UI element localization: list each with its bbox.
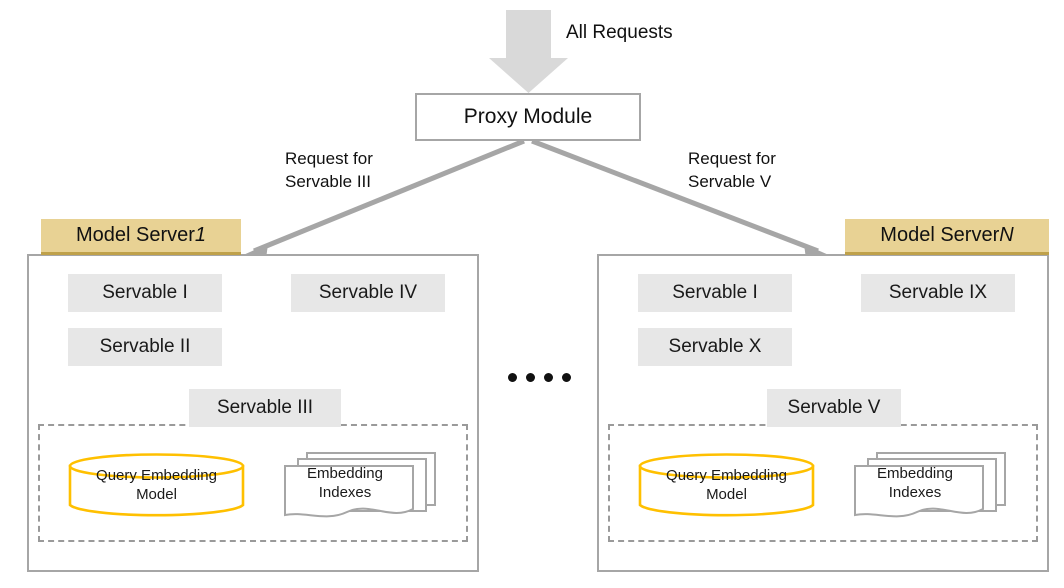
route-left-line1: Request for — [285, 149, 373, 168]
model-label-line1: Query Embedding — [666, 466, 787, 484]
servable-chip-label: Servable I — [672, 281, 758, 303]
query-embedding-model-label-server1: Query Embedding Model — [68, 453, 245, 518]
all-requests-arrow-icon — [489, 10, 568, 93]
model-server-1-header-prefix: Model Server — [75, 224, 195, 246]
servable-chip-servern-10[interactable]: Servable X — [638, 328, 792, 366]
servable-chip-label: Servable V — [787, 396, 881, 418]
database-cylinder-icon — [68, 453, 245, 517]
model-server-1-header-index: 1 — [194, 224, 207, 246]
servable-chip-label: Servable IX — [888, 281, 988, 303]
servable-chip-label: Servable X — [668, 335, 762, 357]
servable-chip-server1-4[interactable]: Servable IV — [291, 274, 445, 312]
indexes-label-line1: Embedding — [877, 464, 953, 482]
servable-chip-server1-1[interactable]: Servable I — [68, 274, 222, 312]
query-embedding-model-servern[interactable]: Query Embedding Model — [638, 453, 815, 518]
model-label-line2: Model — [706, 485, 747, 503]
proxy-module-box[interactable]: Proxy Module — [415, 93, 641, 141]
servable-chip-servern-9[interactable]: Servable IX — [861, 274, 1015, 312]
model-label-line1: Query Embedding — [96, 466, 217, 484]
route-left-line2: Servable III — [285, 171, 371, 191]
servable-chip-label: Servable III — [216, 396, 314, 418]
indexes-label-line2: Indexes — [888, 484, 942, 501]
servable-chip-label: Servable II — [99, 335, 191, 357]
embedding-indexes-label-servern: Embedding Indexes — [853, 457, 977, 509]
model-server-n-header-prefix: Model Server — [880, 224, 1000, 246]
route-label-right: Request for Servable V — [688, 148, 776, 194]
document-stack-icon — [284, 452, 436, 518]
servable-chip-servern-1[interactable]: Servable I — [638, 274, 792, 312]
ellipsis-dot — [562, 373, 571, 382]
servable-chip-server1-3[interactable]: Servable III — [189, 389, 341, 427]
model-label-line2: Model — [136, 485, 177, 503]
indexes-label-line2: Indexes — [318, 484, 372, 501]
servable-chip-servern-5[interactable]: Servable V — [767, 389, 901, 427]
proxy-module-label: Proxy Module — [463, 104, 593, 128]
route-right-line1: Request for — [688, 149, 776, 168]
query-embedding-model-server1[interactable]: Query Embedding Model — [68, 453, 245, 518]
embedding-indexes-server1[interactable]: Embedding Indexes — [281, 449, 441, 527]
ellipsis-dot — [526, 373, 535, 382]
all-requests-label: All Requests — [566, 22, 673, 43]
route-label-left: Request for Servable III — [285, 148, 373, 194]
model-server-1-header: Model Server 1 — [41, 219, 241, 255]
servable-chip-label: Servable IV — [318, 281, 418, 303]
database-cylinder-icon — [638, 453, 815, 517]
model-server-n-header: Model Server N — [845, 219, 1049, 255]
ellipsis-dot — [508, 373, 517, 382]
ellipsis-dots — [508, 373, 571, 382]
ellipsis-dot — [544, 373, 553, 382]
embedding-indexes-label-server1: Embedding Indexes — [283, 457, 407, 509]
servable-chip-server1-2[interactable]: Servable II — [68, 328, 222, 366]
servable-chip-label: Servable I — [102, 281, 188, 303]
query-embedding-model-label-servern: Query Embedding Model — [638, 453, 815, 518]
model-server-n-header-index: N — [999, 224, 1014, 246]
embedding-indexes-servern[interactable]: Embedding Indexes — [851, 449, 1011, 527]
indexes-label-line1: Embedding — [307, 464, 383, 482]
document-stack-icon — [854, 452, 1006, 518]
route-right-line2: Servable V — [688, 171, 772, 191]
